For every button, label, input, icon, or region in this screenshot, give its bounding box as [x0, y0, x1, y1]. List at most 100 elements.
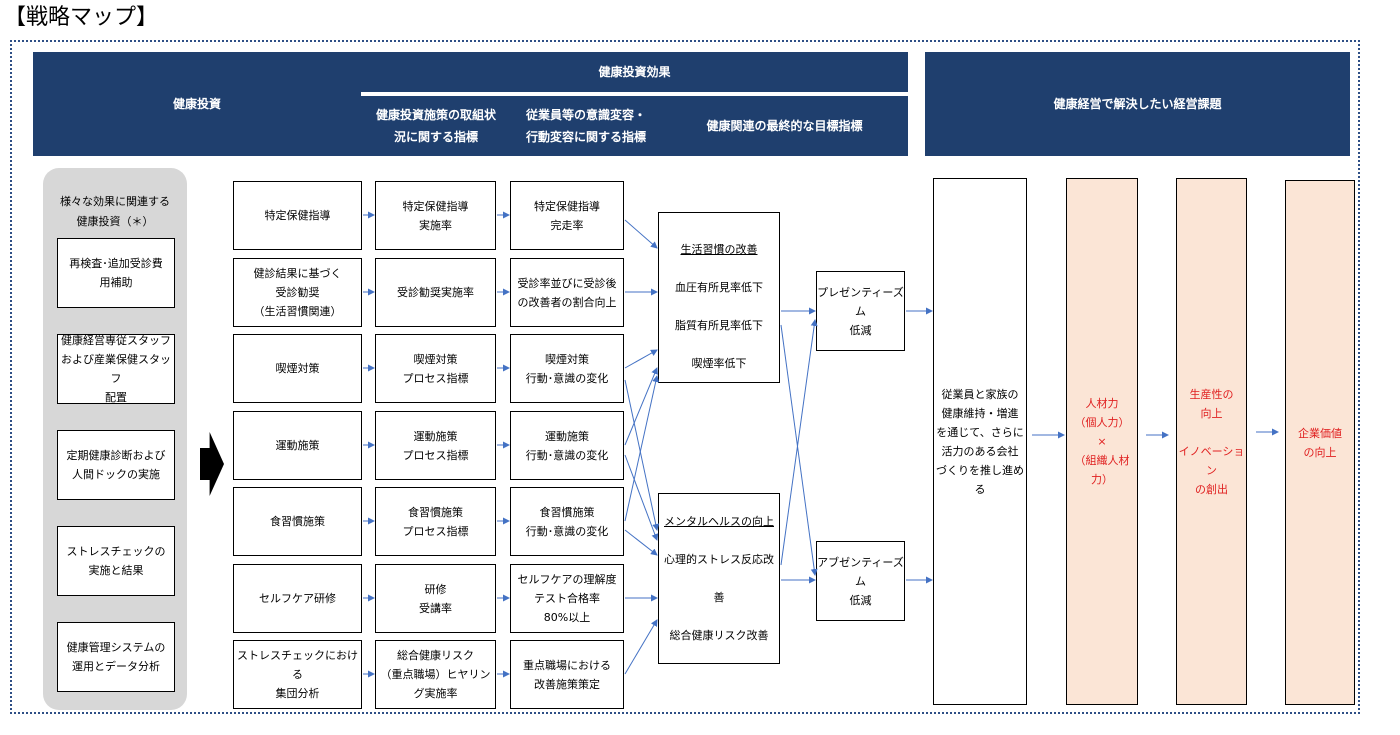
human-capital-line: ×	[1097, 435, 1107, 448]
investment-item-line: ストレスチェックの	[66, 545, 166, 558]
investment-item-line: 健康管理システムの	[66, 641, 166, 654]
behavior-indicator-line: 80%以上	[543, 611, 591, 624]
corporate-value-box: 企業価値 の向上	[1285, 180, 1355, 705]
goal-line: 健康維持・増進	[941, 406, 1019, 420]
measure-box: 食習慣施策	[233, 487, 362, 556]
productivity-line: の創出	[1195, 482, 1228, 496]
behavior-indicator-line: 特定保健指導	[534, 199, 600, 213]
measure-box: 運動施策	[233, 411, 362, 480]
behavior-indicator-box: 喫煙対策 行動･意識の変化	[510, 334, 624, 403]
behavior-indicator-line: セルフケアの理解度	[517, 573, 617, 586]
investment-panel-title-line1: 様々な効果に関連する	[60, 195, 170, 208]
process-indicator-line: プロセス指標	[402, 448, 469, 462]
behavior-indicator-box: 食習慣施策 行動･意識の変化	[510, 487, 624, 556]
investment-panel-title: 様々な効果に関連する 健康投資（＊）	[45, 192, 185, 232]
behavior-indicator-line: 食習慣施策	[539, 505, 595, 519]
measure-box-line: ストレスチェックにおける	[237, 649, 358, 681]
investment-item: 健康経営専従スタッフ および産業保健スタッフ 配置	[57, 334, 175, 404]
header-col-process: 健康投資施策の取組状 況に関する指標	[361, 96, 511, 156]
investment-item: 健康管理システムの 運用とデータ分析	[57, 622, 175, 692]
investment-item-line: 運用とデータ分析	[72, 660, 160, 673]
behavior-indicator-box: 受診率並びに受診後 の改善者の割合向上	[510, 258, 624, 327]
map-frame	[10, 40, 1360, 714]
process-indicator-line: 研修	[424, 582, 447, 596]
presenteeism-line: プレゼンティーズム	[817, 285, 904, 318]
header-issues: 健康経営で解決したい経営課題	[925, 52, 1350, 156]
investment-item: ストレスチェックの 実施と結果	[57, 526, 175, 596]
process-indicator-line: グ実施率	[413, 687, 458, 700]
process-indicator-box: 喫煙対策 プロセス指標	[375, 334, 496, 403]
behavior-indicator-box: 運動施策 行動･意識の変化	[510, 411, 624, 480]
corporate-value-line: の向上	[1303, 445, 1337, 459]
header-effect: 健康投資効果	[361, 52, 908, 92]
measure-box-line: 特定保健指導	[264, 209, 331, 222]
process-indicator-box: 総合健康リスク （重点職場）ヒヤリン グ実施率	[375, 640, 496, 709]
measure-box-line: （生活習慣関連）	[253, 305, 342, 318]
header-col-process-line1: 健康投資施策の取組状	[375, 108, 496, 122]
header-col-behavior-line1: 従業員等の意識変容・	[525, 108, 646, 122]
presenteeism-box: プレゼンティーズム 低減	[816, 271, 905, 351]
header-col-process-line2: 況に関する指標	[393, 130, 478, 144]
behavior-indicator-line: 喫煙対策	[545, 352, 589, 366]
measure-box-line: セルフケア研修	[259, 592, 336, 605]
measure-box-line: 健診結果に基づく	[253, 267, 342, 280]
human-capital-line: 力）	[1091, 473, 1113, 486]
investment-item-line: および産業保健スタッフ	[61, 353, 171, 385]
investment-item: 定期健康診断および 人間ドックの実施	[57, 430, 175, 500]
human-capital-box: 人材力 （個人力） × （組織人材 力）	[1066, 178, 1138, 705]
measure-box: 喫煙対策	[233, 334, 362, 403]
goal-line: 従業員と家族の	[941, 387, 1019, 401]
human-capital-line: （組織人材	[1074, 454, 1130, 467]
behavior-indicator-line: 行動･意識の変化	[525, 371, 609, 385]
header-col-goal: 健康関連の最終的な目標指標	[661, 96, 908, 156]
measure-box: セルフケア研修	[233, 564, 362, 633]
process-indicator-line: 特定保健指導	[402, 199, 469, 213]
mental-item: 総合健康リスク改善	[669, 628, 769, 642]
process-indicator-line: 食習慣施策	[408, 505, 463, 519]
behavior-indicator-box: 特定保健指導 完走率	[510, 181, 624, 250]
process-indicator-line: 総合健康リスク	[397, 649, 474, 662]
measure-box-line: 食習慣施策	[270, 515, 325, 528]
lifestyle-heading: 生活習慣の改善	[680, 243, 758, 256]
process-indicator-box: 受診勧奨実施率	[375, 258, 496, 327]
behavior-indicator-line: 改善施策策定	[534, 677, 600, 691]
process-indicator-line: 受講率	[419, 601, 452, 615]
process-indicator-line: （重点職場）ヒヤリン	[380, 668, 491, 681]
measure-box: 健診結果に基づく 受診勧奨 （生活習慣関連）	[233, 258, 362, 327]
measure-box: 特定保健指導	[233, 181, 362, 250]
lifestyle-item: 脂質有所見率低下	[675, 319, 763, 332]
corporate-value-line: 企業価値	[1298, 426, 1342, 440]
investment-item-line: 実施と結果	[88, 564, 144, 577]
behavior-indicator-line: テスト合格率	[534, 592, 600, 605]
page-title: 【戦略マップ】	[4, 5, 159, 30]
header-col-behavior-line2: 行動変容に関する指標	[525, 130, 646, 144]
process-indicator-line: 運動施策	[413, 429, 458, 443]
measure-box-line: 受診勧奨	[275, 286, 320, 299]
process-indicator-box: 運動施策 プロセス指標	[375, 411, 496, 480]
productivity-line: 向上	[1200, 406, 1223, 420]
header-investment: 健康投資	[33, 52, 361, 156]
behavior-indicator-line: 完走率	[550, 218, 584, 232]
lifestyle-improvement-box: 生活習慣の改善 血圧有所見率低下 脂質有所見率低下 喫煙率低下	[658, 212, 780, 383]
presenteeism-line: 低減	[849, 323, 872, 337]
goal-line: 活力のある会社	[941, 444, 1019, 458]
lifestyle-item: 血圧有所見率低下	[675, 281, 763, 294]
goal-line: を通じて、さらに	[936, 425, 1024, 439]
behavior-indicator-box: 重点職場における 改善施策策定	[510, 640, 624, 709]
process-indicator-line: 実施率	[419, 218, 452, 232]
investment-panel-title-line2: 健康投資（＊）	[76, 215, 154, 228]
header-col-behavior: 従業員等の意識変容・ 行動変容に関する指標	[511, 96, 661, 156]
measure-box-line: 集団分析	[275, 687, 320, 700]
investment-item-line: 定期健康診断および	[66, 449, 166, 462]
investment-item: 再検査･追加受診費 用補助	[57, 238, 175, 308]
mental-health-box: メンタルヘルスの向上 心理的ストレス反応改善 総合健康リスク改善	[658, 493, 780, 664]
mental-item: 心理的ストレス反応改善	[664, 552, 774, 604]
measure-box-line: 運動施策	[275, 439, 320, 452]
measure-box-line: 喫煙対策	[275, 362, 320, 375]
behavior-indicator-line: 受診率並びに受診後	[517, 276, 617, 290]
goal-line: づくりを推し進める	[936, 463, 1024, 496]
process-indicator-line: プロセス指標	[402, 524, 469, 538]
investment-item-line: 配置	[105, 391, 127, 404]
absenteeism-line: 低減	[849, 593, 872, 607]
investment-item-line: 再検査･追加受診費	[69, 257, 163, 270]
